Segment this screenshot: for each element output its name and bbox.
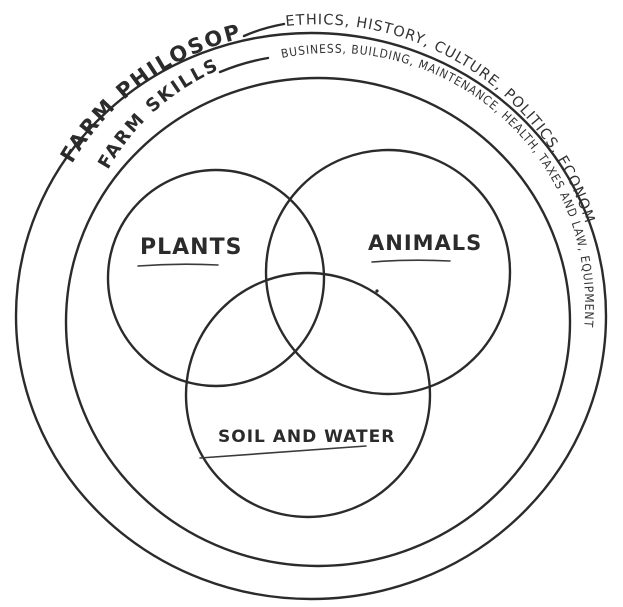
farm-skills-ring bbox=[64, 76, 572, 568]
plants-label: PLANTS bbox=[140, 235, 242, 260]
animals-underline bbox=[371, 259, 451, 263]
philosophy-connector-dash bbox=[242, 22, 286, 38]
soil-water-label: SOIL AND WATER bbox=[218, 427, 395, 447]
animals-label: ANIMALS bbox=[368, 231, 482, 255]
farm-skills-topics: BUSINESS, BUILDING, MAINTENANCE, HEALTH,… bbox=[280, 42, 596, 329]
plants-circle bbox=[106, 168, 326, 388]
plants-underline bbox=[137, 263, 219, 267]
skills-connector-dash bbox=[218, 56, 270, 74]
soil-water-circle bbox=[184, 271, 432, 519]
soil-water-underline bbox=[199, 445, 367, 459]
animals-circle bbox=[264, 148, 512, 396]
farm-philosophy-ring bbox=[14, 31, 608, 601]
ink-dot bbox=[375, 289, 379, 293]
